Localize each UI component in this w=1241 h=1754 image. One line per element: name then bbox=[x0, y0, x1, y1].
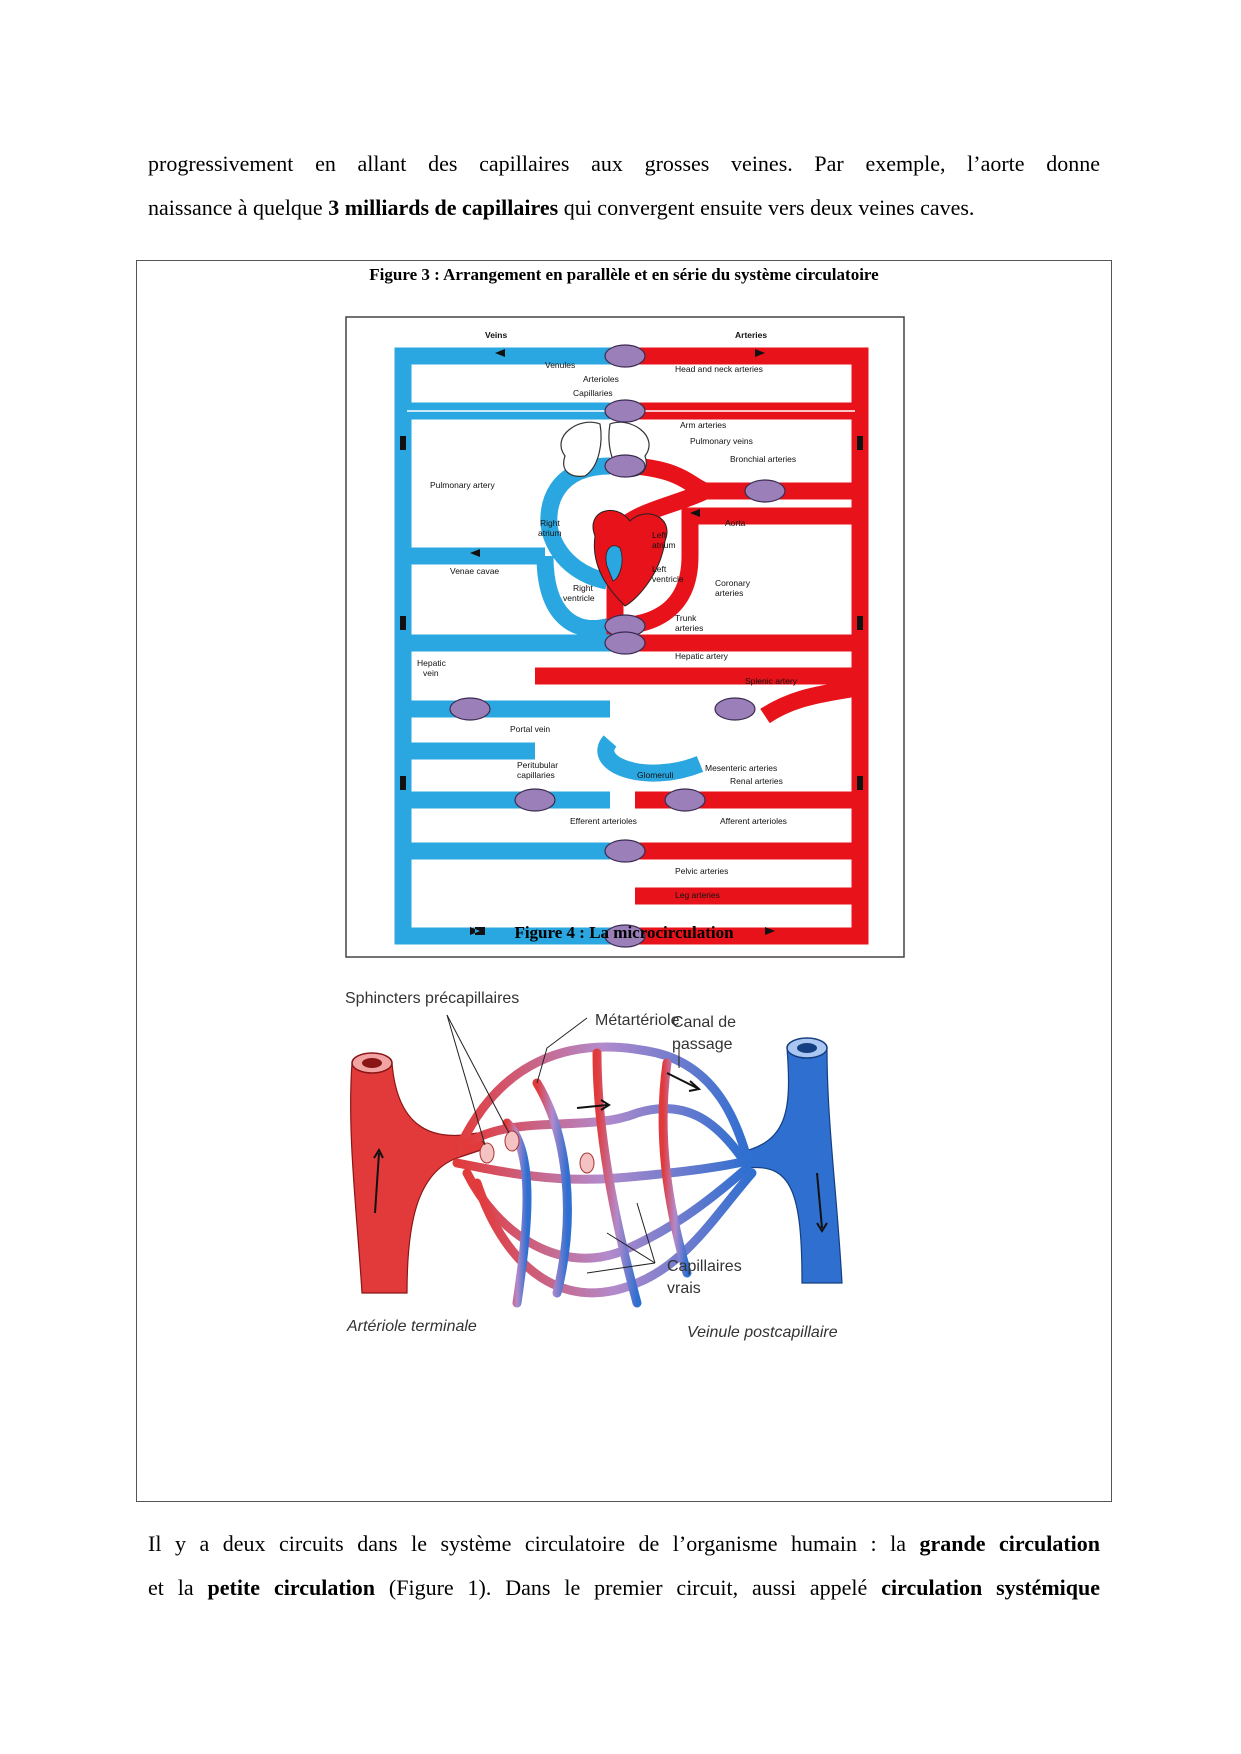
intro-line-1: progressivement en allant des capillaire… bbox=[148, 151, 1100, 176]
mesenteric-label: Mesenteric arteries bbox=[705, 763, 777, 773]
figure4-caption: Figure 4 : La microcirculation bbox=[514, 923, 734, 942]
arteries-label: Arteries bbox=[735, 330, 767, 340]
outro-text-2: et la bbox=[148, 1575, 208, 1600]
figure-frame: Figure 3 : Arrangement en parallèle et e… bbox=[136, 260, 1112, 1502]
outro-bold-grande: grande circulation bbox=[919, 1531, 1101, 1556]
hepatic-artery-label: Hepatic artery bbox=[675, 651, 729, 661]
canal-label-2: passage bbox=[672, 1036, 733, 1053]
renal-label: Renal arteries bbox=[730, 776, 783, 786]
left-atrium-label-2: atrium bbox=[652, 540, 676, 550]
veins-label: Veins bbox=[485, 330, 507, 340]
glomeruli-label: Glomeruli bbox=[637, 770, 673, 780]
peritubular-label-2: capillaries bbox=[517, 770, 555, 780]
trunk-label-1: Trunk bbox=[675, 613, 697, 623]
peritubular-label-1: Peritubular bbox=[517, 760, 558, 770]
head-neck-label: Head and neck arteries bbox=[675, 364, 763, 374]
microcirculation-diagram: Sphincters précapillaires Métartériole C… bbox=[345, 990, 843, 1341]
leg-label: Leg arteries bbox=[675, 890, 720, 900]
right-ventricle-label-1: Right bbox=[573, 583, 593, 593]
afferent-label: Afferent arterioles bbox=[720, 816, 787, 826]
capillaires-label-1: Capillaires bbox=[667, 1258, 742, 1275]
bronchial-label: Bronchial arteries bbox=[730, 454, 796, 464]
right-atrium-label-1: Right bbox=[540, 518, 560, 528]
intro-line-2: naissance à quelque 3 milliards de capil… bbox=[148, 195, 974, 220]
intro-paragraph: progressivement en allant des capillaire… bbox=[148, 142, 1100, 230]
sphincters-label: Sphincters précapillaires bbox=[345, 990, 519, 1007]
trunk-label-2: arteries bbox=[675, 623, 703, 633]
intro-bold: 3 milliards de capillaires bbox=[328, 195, 559, 220]
outro-text-3: (Figure 1). Dans le premier circuit, aus… bbox=[375, 1575, 882, 1600]
right-atrium-label-2: atrium bbox=[538, 528, 562, 538]
capillaries-label: Capillaries bbox=[573, 388, 613, 398]
aorta-label: Aorta bbox=[725, 518, 746, 528]
outro-paragraph: Il y a deux circuits dans le système cir… bbox=[148, 1522, 1100, 1610]
outro-text: Il y a deux circuits dans le système cir… bbox=[148, 1531, 920, 1556]
outro-line-1: Il y a deux circuits dans le système cir… bbox=[148, 1522, 1100, 1566]
coronary-label-2: arteries bbox=[715, 588, 743, 598]
arterioles-label: Arterioles bbox=[583, 374, 619, 384]
arm-label: Arm arteries bbox=[680, 420, 726, 430]
portal-label: Portal vein bbox=[510, 724, 550, 734]
venules-label: Venules bbox=[545, 360, 575, 370]
veinule-label: Veinule postcapillaire bbox=[687, 1324, 838, 1341]
hepatic-vein-label-2: vein bbox=[423, 668, 439, 678]
venae-cavae-label: Venae cavae bbox=[450, 566, 499, 576]
right-ventricle-label-2: ventricle bbox=[563, 593, 595, 603]
intro-text-end: qui convergent ensuite vers deux veines … bbox=[558, 195, 975, 220]
coronary-label-1: Coronary bbox=[715, 578, 751, 588]
pulmonary-veins-label: Pulmonary veins bbox=[690, 436, 753, 446]
splenic-label: Splenic artery bbox=[745, 676, 798, 686]
pulmonary-artery-label: Pulmonary artery bbox=[430, 480, 495, 490]
pelvic-label: Pelvic arteries bbox=[675, 866, 728, 876]
outro-bold-systemique: circulation systémique bbox=[881, 1575, 1101, 1600]
left-ventricle-label-1: Left bbox=[652, 564, 667, 574]
intro-text: naissance à quelque bbox=[148, 195, 329, 220]
metarteriole-label: Métartériole bbox=[595, 1012, 680, 1029]
arteriole-label: Artériole terminale bbox=[346, 1318, 477, 1335]
left-atrium-label-1: Left bbox=[652, 530, 667, 540]
canal-label-1: Canal de bbox=[672, 1014, 736, 1031]
hepatic-vein-label-1: Hepatic bbox=[417, 658, 447, 668]
left-ventricle-label-2: ventricle bbox=[652, 574, 684, 584]
outro-bold-petite: petite circulation bbox=[207, 1575, 375, 1600]
circulation-diagram: Veins Arteries Venules Arterioles Capill… bbox=[345, 316, 905, 958]
capillaires-label-2: vrais bbox=[667, 1280, 701, 1297]
efferent-label: Efferent arterioles bbox=[570, 816, 637, 826]
figure3-caption: Figure 3 : Arrangement en parallèle et e… bbox=[369, 265, 879, 284]
outro-line-2: et la petite circulation (Figure 1). Dan… bbox=[148, 1566, 1100, 1610]
